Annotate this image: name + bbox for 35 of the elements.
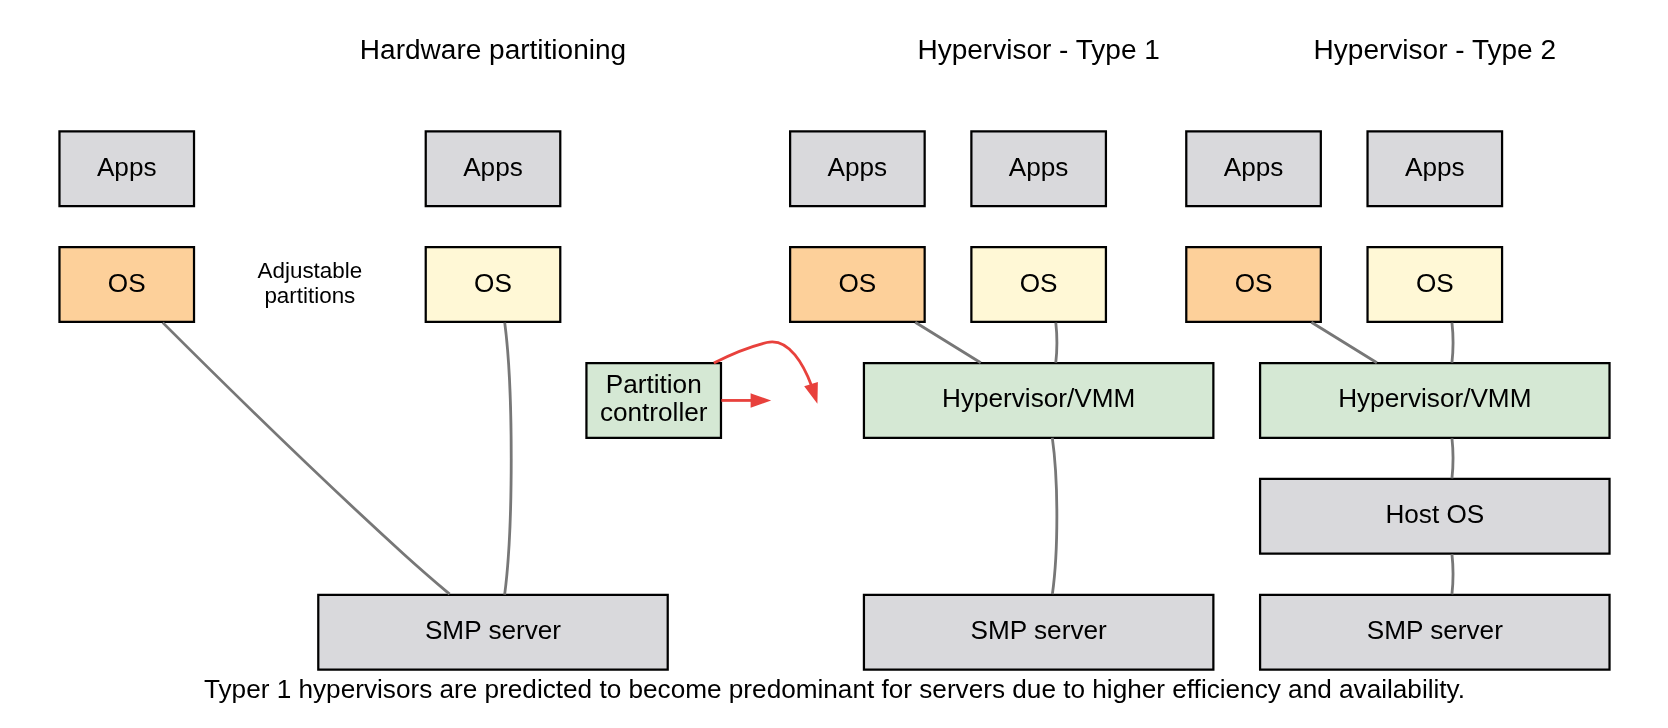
connector	[1450, 322, 1454, 363]
node-box: Partition controller	[584, 361, 722, 439]
label: Hypervisor - Type 2	[1313, 34, 1556, 66]
connector	[1450, 554, 1454, 595]
arrow	[720, 393, 771, 408]
label: Hardware partitioning	[359, 34, 626, 66]
node-box: OS	[788, 246, 926, 324]
node-box: Hypervisor/VMM	[1258, 361, 1611, 439]
node-box: Apps	[1365, 130, 1503, 208]
label: Adjustable partitions	[257, 258, 362, 308]
node-box: Apps	[969, 130, 1107, 208]
node-box: Apps	[1184, 130, 1322, 208]
arrow	[712, 340, 818, 404]
label: Hypervisor - Type 1	[916, 34, 1160, 66]
node-box: SMP server	[862, 593, 1214, 671]
connector	[1053, 322, 1058, 363]
node-box: Apps	[424, 130, 561, 208]
caption: Typer 1 hypervisors are predicted to become predominant for servers due to higher efficiency and availability.	[203, 673, 1465, 704]
connector	[914, 321, 981, 364]
node-box: OS	[1184, 246, 1322, 324]
connector	[161, 321, 451, 596]
node-box: SMP server	[1258, 593, 1611, 671]
node-box: OS	[424, 246, 561, 324]
node-box: Apps	[57, 130, 195, 208]
connector	[1450, 438, 1454, 479]
node-box: Apps	[788, 130, 926, 208]
connector	[1050, 437, 1058, 595]
connector	[502, 322, 513, 595]
node-box: OS	[1365, 246, 1503, 324]
node-box: OS	[57, 246, 195, 324]
node-box: SMP server	[316, 593, 669, 671]
node-box: OS	[969, 246, 1107, 324]
node-box: Hypervisor/VMM	[862, 361, 1214, 439]
node-box: Host OS	[1258, 477, 1611, 555]
connector	[1310, 321, 1378, 364]
